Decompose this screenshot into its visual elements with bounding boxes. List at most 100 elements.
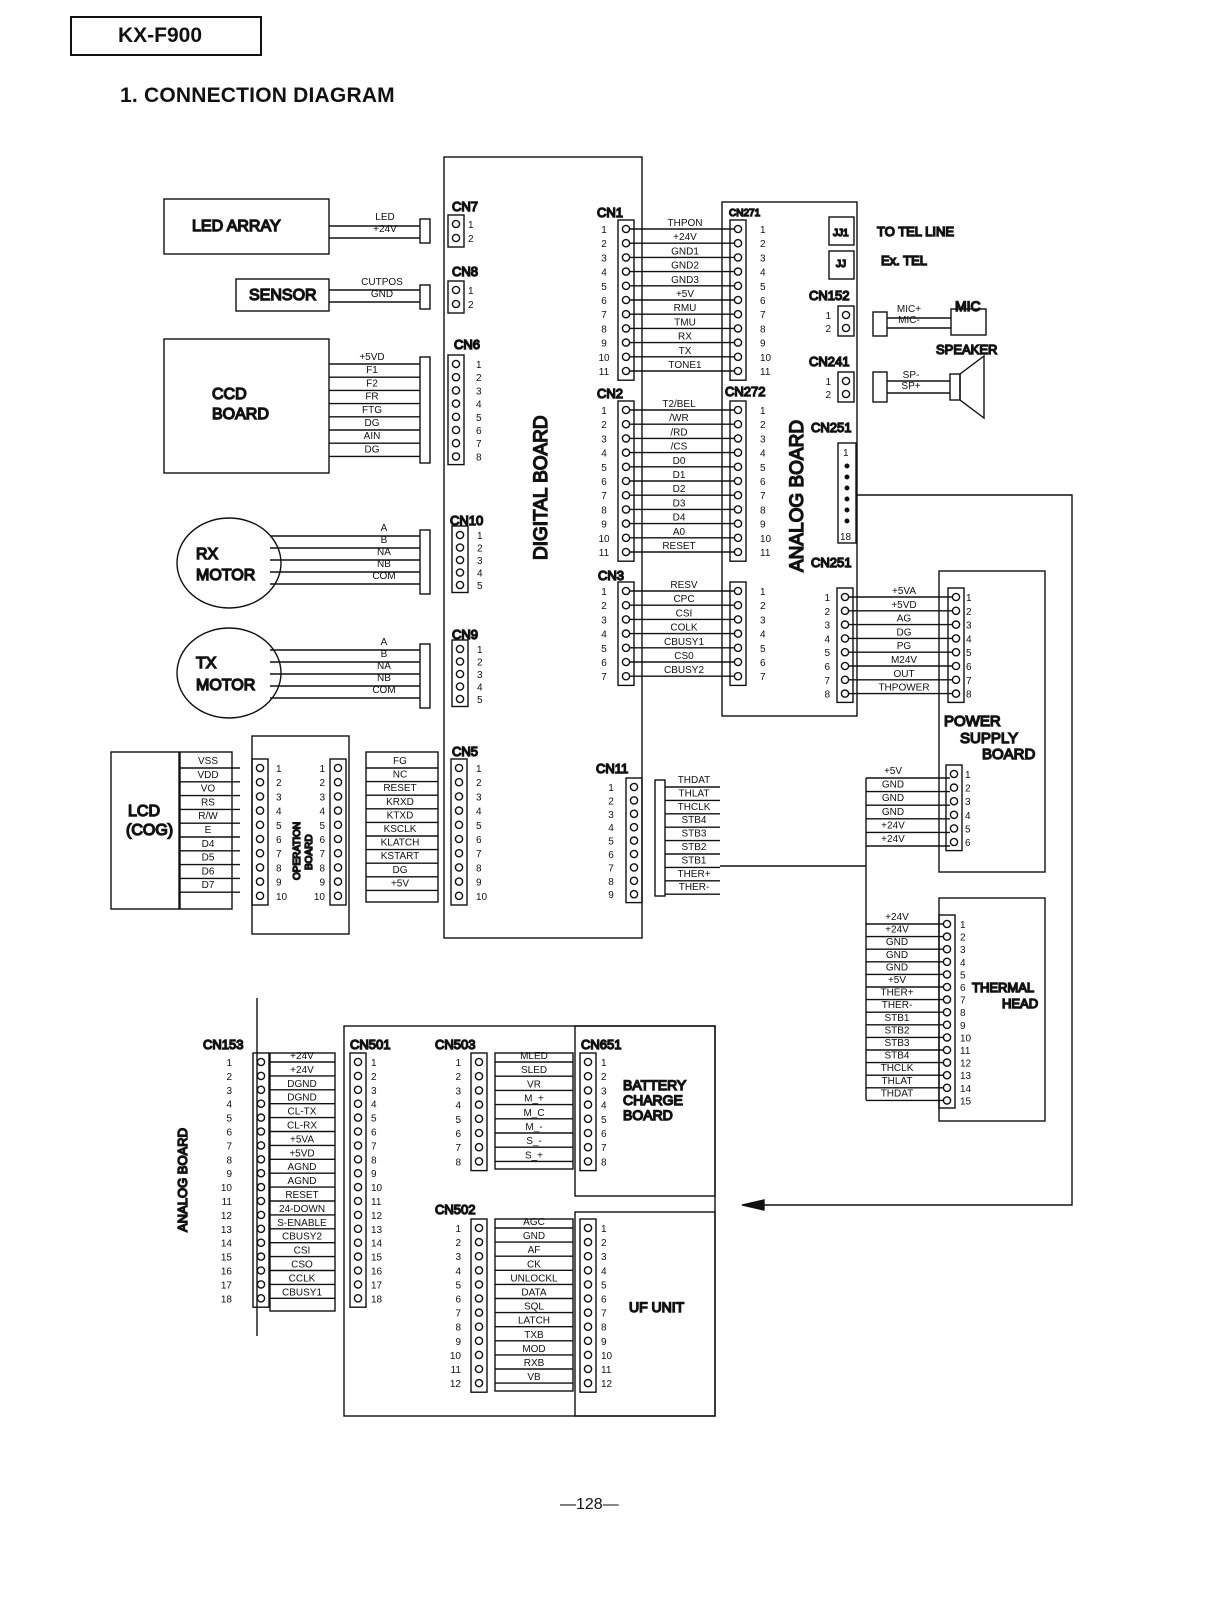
cn502-signal: RXB <box>524 1358 545 1369</box>
cn501-pin <box>353 1224 363 1234</box>
cn271-pin <box>733 253 743 262</box>
uf-unit-label: UF UNIT <box>629 1299 685 1315</box>
cn6-pin <box>451 386 461 395</box>
cn153-pin <box>256 1294 266 1303</box>
cn503-pin <box>474 1071 484 1081</box>
uf-in-header <box>579 1218 597 1393</box>
cn503-signal: SLED <box>521 1065 547 1076</box>
cn501-pin-number: 11 <box>371 1197 382 1208</box>
psu-in-pin-number: 7 <box>966 676 972 687</box>
cn3-signal: CPC <box>673 594 694 605</box>
battery-board-box <box>574 1025 716 1197</box>
cn501-pin <box>353 1127 363 1136</box>
cn251a-pin <box>844 496 850 502</box>
cn6-pin <box>451 452 461 461</box>
cn3-analog-pin-number: 5 <box>760 644 766 655</box>
board-outlines <box>110 156 1073 1417</box>
cn501-pin-number: 4 <box>371 1100 377 1111</box>
cn651-pin-number: 8 <box>601 1157 607 1168</box>
model-number: KX-F900 <box>118 24 203 47</box>
op-right-pin-number: 8 <box>319 863 325 874</box>
cn6-pin-number: 5 <box>476 413 482 424</box>
thermal-pin <box>942 995 952 1004</box>
cn153-pin-number: 3 <box>226 1086 232 1097</box>
cn8-signal: GND <box>371 289 393 300</box>
cn503-signal: VR <box>527 1079 541 1090</box>
cn10-pin <box>455 543 465 552</box>
cn651-pin-number: 6 <box>601 1129 607 1140</box>
cn502-pin <box>474 1322 484 1331</box>
cn503-pin <box>474 1100 484 1109</box>
cn2-signal: T2/BEL <box>662 399 696 410</box>
cn9-pin-number: 2 <box>477 658 483 669</box>
cn3-analog-pin <box>733 586 743 596</box>
cn272-pin-number: 9 <box>760 520 766 531</box>
thermal-pin <box>942 970 952 979</box>
psu-in-header <box>947 587 965 704</box>
uf-in-pin <box>583 1251 593 1261</box>
cn241-header <box>837 371 855 403</box>
psu-out-pin <box>949 769 959 779</box>
thermal-pin-number: 4 <box>960 958 966 969</box>
cn1-pin <box>621 238 631 248</box>
cn272-pin <box>733 490 743 500</box>
cn503-pin-number: 8 <box>455 1157 461 1168</box>
cn153-signal: CBUSY1 <box>282 1287 322 1298</box>
cn6-pin-number: 6 <box>476 426 482 437</box>
cn251b-pin-number: 2 <box>824 607 830 618</box>
cn2-pin <box>621 419 631 429</box>
cn2-pin <box>621 405 631 415</box>
cn153-signal: +5VA <box>290 1134 314 1145</box>
cn10-pin-number: 2 <box>477 544 483 555</box>
cn501-pin-number: 12 <box>371 1211 383 1222</box>
thermal-pin-number: 14 <box>960 1084 972 1095</box>
cn503-label: CN503 <box>435 1037 475 1052</box>
cn272-pin <box>733 547 743 557</box>
cn2-pin <box>621 547 631 557</box>
cn6-signal: DG <box>365 444 380 455</box>
psu-in-pin-number: 3 <box>966 621 972 632</box>
cn241-pin <box>841 389 851 399</box>
cn1-pin-number: 8 <box>601 324 607 335</box>
cn3-pin-number: 3 <box>601 615 607 626</box>
cn152-pin-number: 2 <box>825 324 831 335</box>
cn502-signal: LATCH <box>518 1316 550 1327</box>
connector-pins: 12LED+24V12CUTPOSGND12345678+5VDF1F2FRFT… <box>180 212 972 1393</box>
cn2-pin <box>621 476 631 486</box>
thermal-pin <box>942 944 952 954</box>
cn2-signal: D3 <box>673 498 686 509</box>
cn1-signal: GND2 <box>671 261 699 272</box>
cn6-pin-number: 2 <box>476 373 482 384</box>
cn271-pin <box>733 238 743 248</box>
uf-in-pin-number: 11 <box>601 1365 612 1376</box>
cn251b-pin-number: 1 <box>824 593 830 604</box>
cn5-header <box>450 758 468 906</box>
cn251a-pin <box>844 518 850 524</box>
psu-out-header <box>945 764 963 852</box>
cn6-signal: DG <box>365 418 380 429</box>
cn11-pin-number: 8 <box>608 877 614 888</box>
psu-in-pin <box>951 592 961 602</box>
cn271-pin-number: 1 <box>760 225 766 236</box>
cn1-pin <box>621 309 631 319</box>
cn651-pin <box>583 1142 593 1152</box>
cn3-pin-number: 2 <box>601 601 607 612</box>
cn153-pin-number: 8 <box>226 1155 232 1166</box>
cn651-pin <box>583 1128 593 1138</box>
psu-out-signal: +24V <box>881 834 905 845</box>
op-left-pin <box>255 820 265 830</box>
cn501-pin-number: 5 <box>371 1114 377 1125</box>
cn153-signal: DGND <box>287 1093 316 1104</box>
cn251a-pin-number: 1 <box>843 448 849 459</box>
cn1-pin-number: 4 <box>601 268 607 279</box>
cn251a-pin <box>844 485 850 491</box>
op-left-pin-number: 5 <box>276 821 282 832</box>
cn3-analog-pin <box>733 615 743 624</box>
cn501-pin-number: 7 <box>371 1141 377 1152</box>
cn1-pin-number: 10 <box>598 353 610 364</box>
cn3-pin-number: 4 <box>601 630 607 641</box>
cn5-signal: DG <box>393 865 408 876</box>
cn153-pin-number: 11 <box>222 1197 233 1208</box>
psu-in-pin <box>951 634 961 643</box>
cn2-signal: D2 <box>673 484 686 495</box>
